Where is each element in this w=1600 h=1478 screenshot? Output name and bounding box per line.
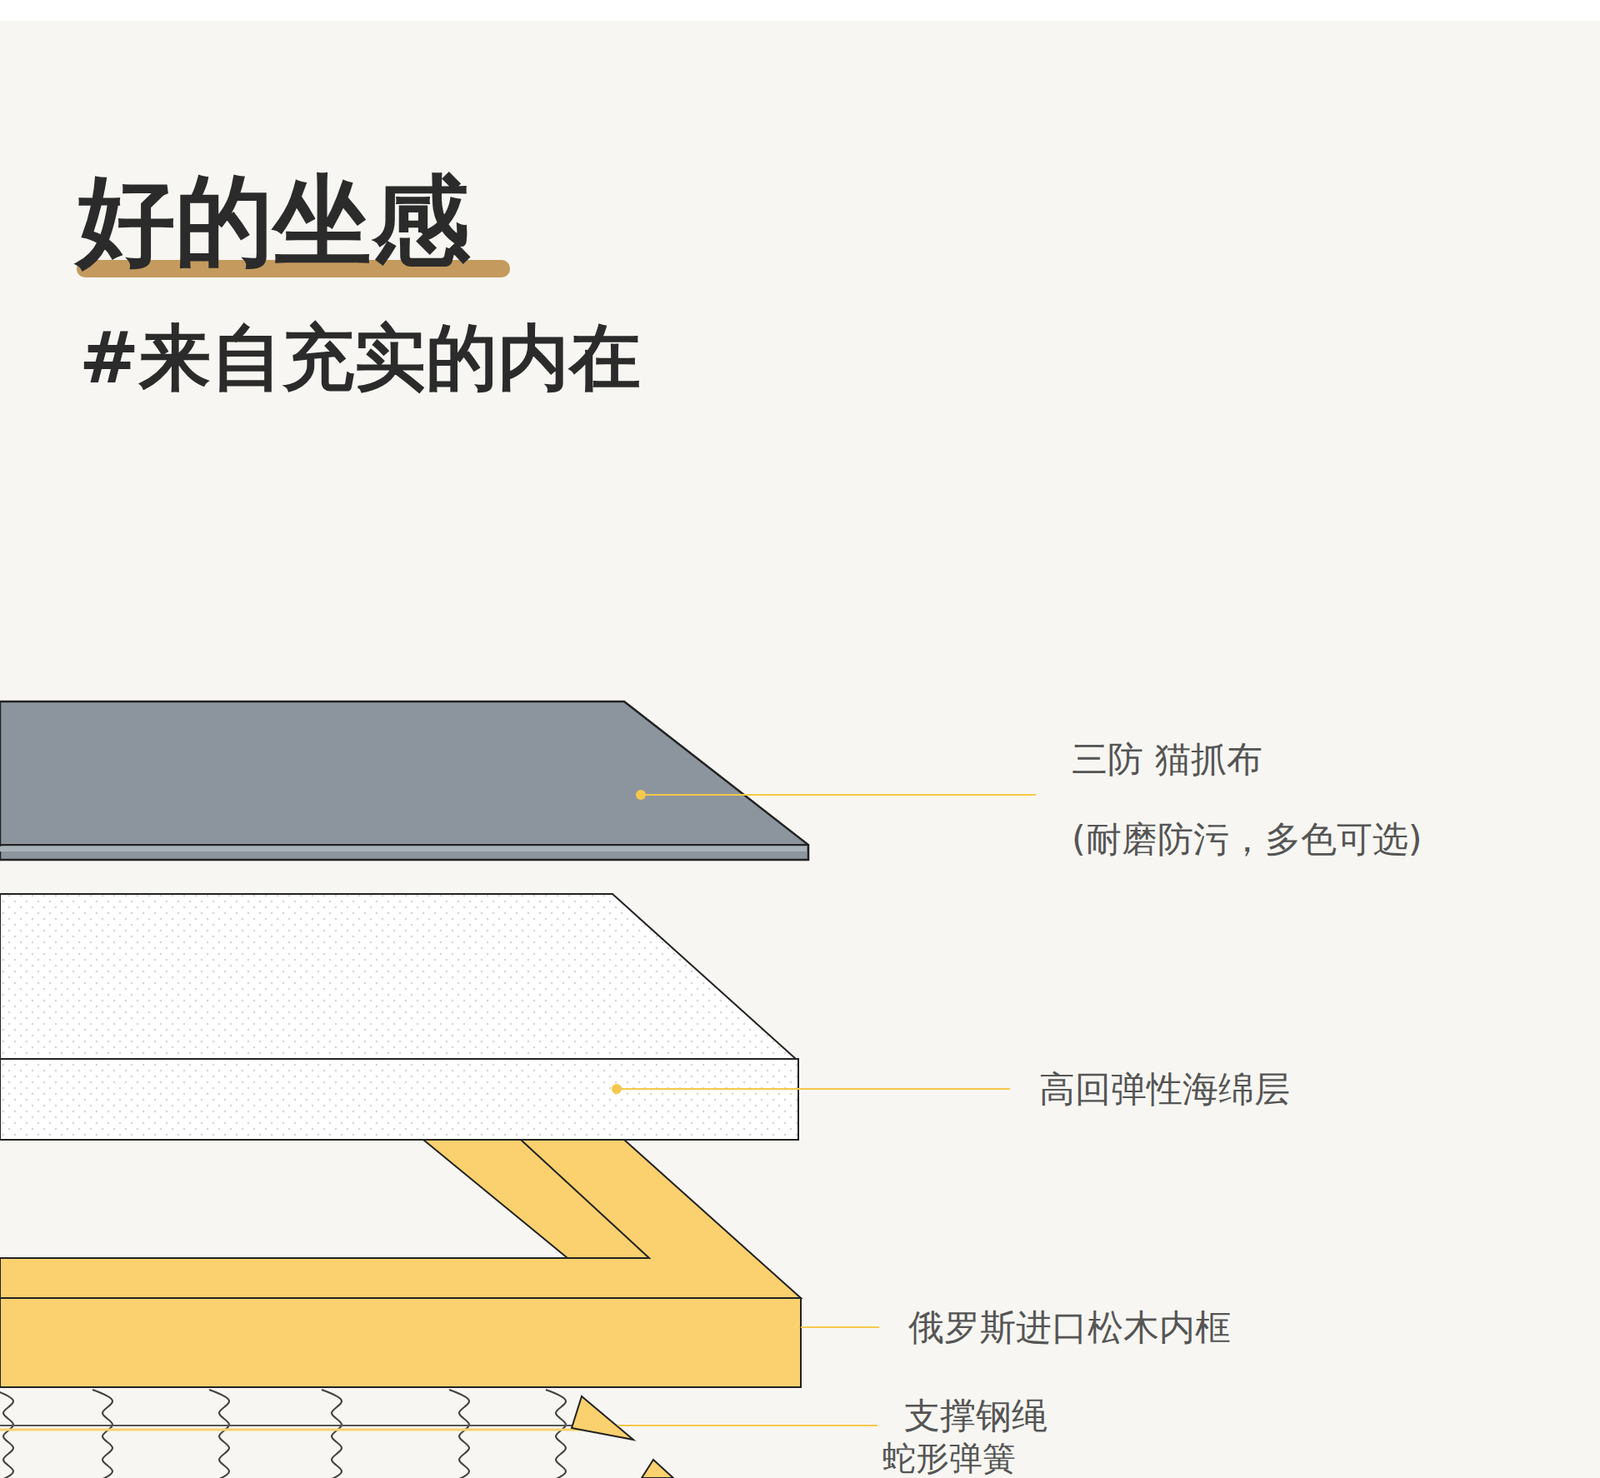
subtitle: #来自充实的内在	[79, 321, 641, 394]
part-label: 蛇形弹簧	[882, 1440, 1016, 1477]
spring-coil	[321, 1390, 342, 1478]
spring-coil	[545, 1390, 566, 1478]
part-label: 三防 猫抓布	[1071, 740, 1263, 780]
spring-coil	[0, 1390, 14, 1478]
part-label: 高回弹性海绵层	[1039, 1070, 1290, 1110]
spring-coils	[0, 1390, 566, 1478]
spring-coil	[449, 1390, 470, 1478]
top-strip	[0, 0, 1600, 21]
spring-coil	[209, 1390, 230, 1478]
fabric-panel	[0, 701, 809, 860]
sponge-layer	[0, 894, 799, 1140]
part-note: (耐磨防污，多色可选)	[1071, 820, 1423, 860]
part-label: 俄罗斯进口松木内框	[908, 1308, 1231, 1348]
wood-frame	[0, 1140, 801, 1388]
spring-coil	[92, 1390, 113, 1478]
page-title: 好的坐感	[76, 171, 470, 270]
steel-rope	[0, 1396, 674, 1478]
part-label: 支撑钢绳	[904, 1396, 1048, 1436]
